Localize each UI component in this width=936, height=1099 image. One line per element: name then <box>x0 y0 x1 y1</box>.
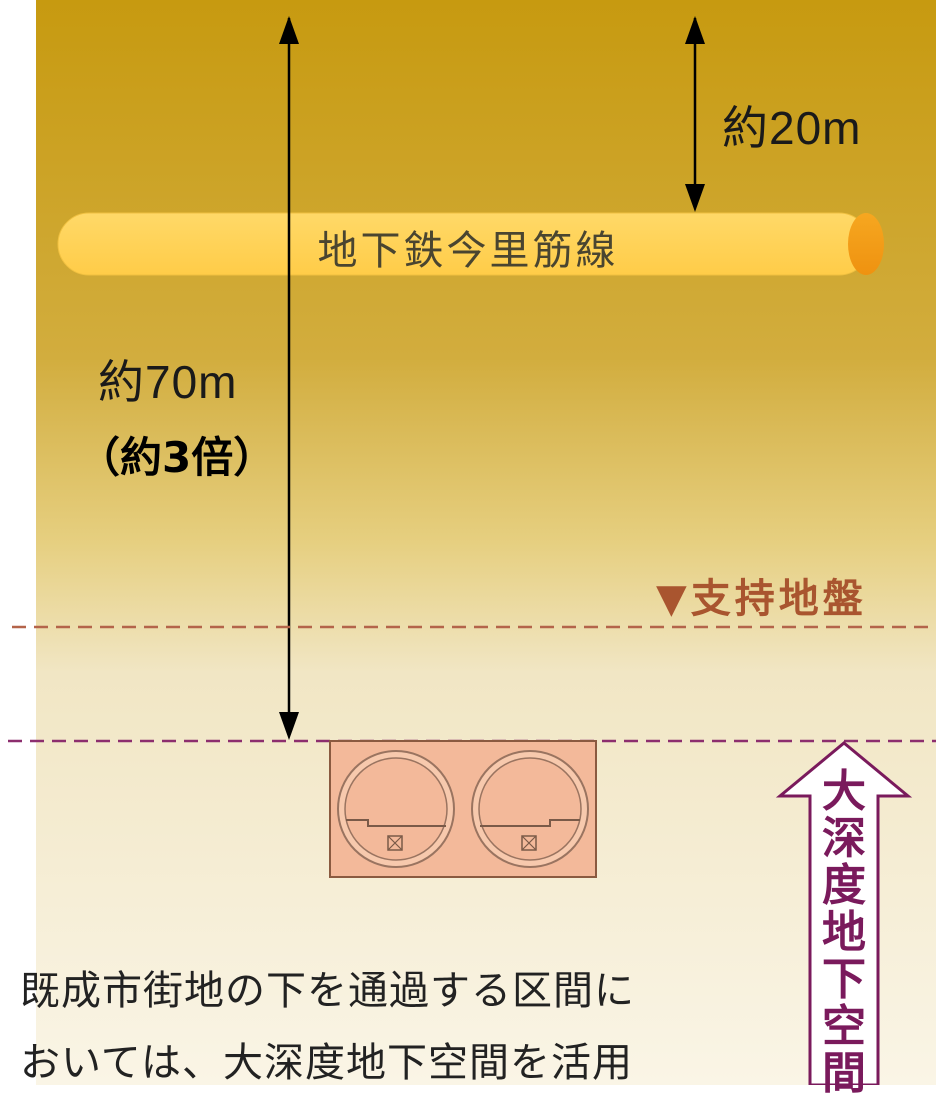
depth-arrow-70m <box>279 16 299 740</box>
tunnel-right <box>471 750 589 868</box>
tunnel-left <box>337 750 455 868</box>
subway-line-label: 地下鉄今里筋線 <box>317 228 619 274</box>
twin-tunnel <box>329 740 597 878</box>
depth-label-70m: 約70m <box>98 356 238 408</box>
subway-tube <box>57 212 884 276</box>
ground-background <box>36 0 936 1085</box>
subway-tube-end <box>848 213 884 275</box>
caption-line-2: おいては、大深度地下空間を活用 <box>20 1040 633 1086</box>
bearing-stratum-label: ▼支持地盤 <box>656 576 867 622</box>
depth-ratio-label: （約3倍） <box>78 433 276 482</box>
depth-label-20m: 約20m <box>722 102 862 154</box>
deep-underground-arrow <box>775 741 913 1085</box>
caption-line-1: 既成市街地の下を通過する区間に <box>20 968 635 1014</box>
deep-underground-label: 大深度地下空間 <box>822 766 866 1099</box>
depth-arrow-20m <box>685 16 705 212</box>
